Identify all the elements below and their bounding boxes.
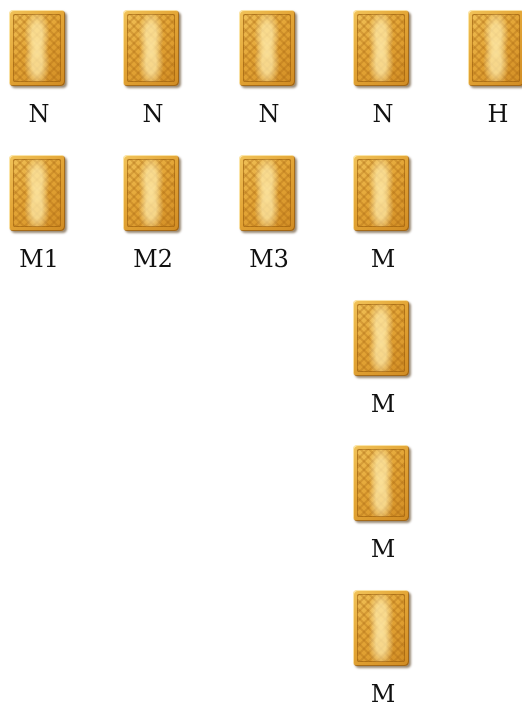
card-label: H bbox=[488, 102, 509, 126]
card-slot-n-4: N bbox=[353, 10, 413, 100]
card-slot-h: H bbox=[468, 10, 522, 100]
face-down-card[interactable] bbox=[123, 10, 179, 86]
card-slot-n-1: N bbox=[9, 10, 69, 100]
face-down-card[interactable] bbox=[123, 155, 179, 231]
card-label: M bbox=[371, 392, 396, 416]
card-label: N bbox=[29, 102, 50, 126]
card-slot-m3: M3 bbox=[239, 155, 299, 245]
card-label: M bbox=[371, 247, 396, 271]
card-slot-m-3: M bbox=[353, 445, 413, 535]
card-slot-m-2: M bbox=[353, 300, 413, 390]
card-slot-m-4: M bbox=[353, 590, 413, 680]
card-slot-m1: M1 bbox=[9, 155, 69, 245]
face-down-card[interactable] bbox=[9, 155, 65, 231]
face-down-card[interactable] bbox=[9, 10, 65, 86]
card-label: N bbox=[143, 102, 164, 126]
card-label: M bbox=[371, 682, 396, 706]
face-down-card[interactable] bbox=[353, 300, 409, 376]
face-down-card[interactable] bbox=[239, 155, 295, 231]
face-down-card[interactable] bbox=[353, 590, 409, 666]
face-down-card[interactable] bbox=[468, 10, 522, 86]
card-label: N bbox=[373, 102, 394, 126]
card-label: M2 bbox=[133, 247, 173, 271]
card-slot-n-2: N bbox=[123, 10, 183, 100]
face-down-card[interactable] bbox=[239, 10, 295, 86]
card-slot-m2: M2 bbox=[123, 155, 183, 245]
face-down-card[interactable] bbox=[353, 445, 409, 521]
card-slot-n-3: N bbox=[239, 10, 299, 100]
face-down-card[interactable] bbox=[353, 10, 409, 86]
card-label: N bbox=[259, 102, 280, 126]
card-label: M1 bbox=[19, 247, 59, 271]
card-label: M bbox=[371, 537, 396, 561]
card-slot-m-1: M bbox=[353, 155, 413, 245]
face-down-card[interactable] bbox=[353, 155, 409, 231]
card-label: M3 bbox=[249, 247, 289, 271]
